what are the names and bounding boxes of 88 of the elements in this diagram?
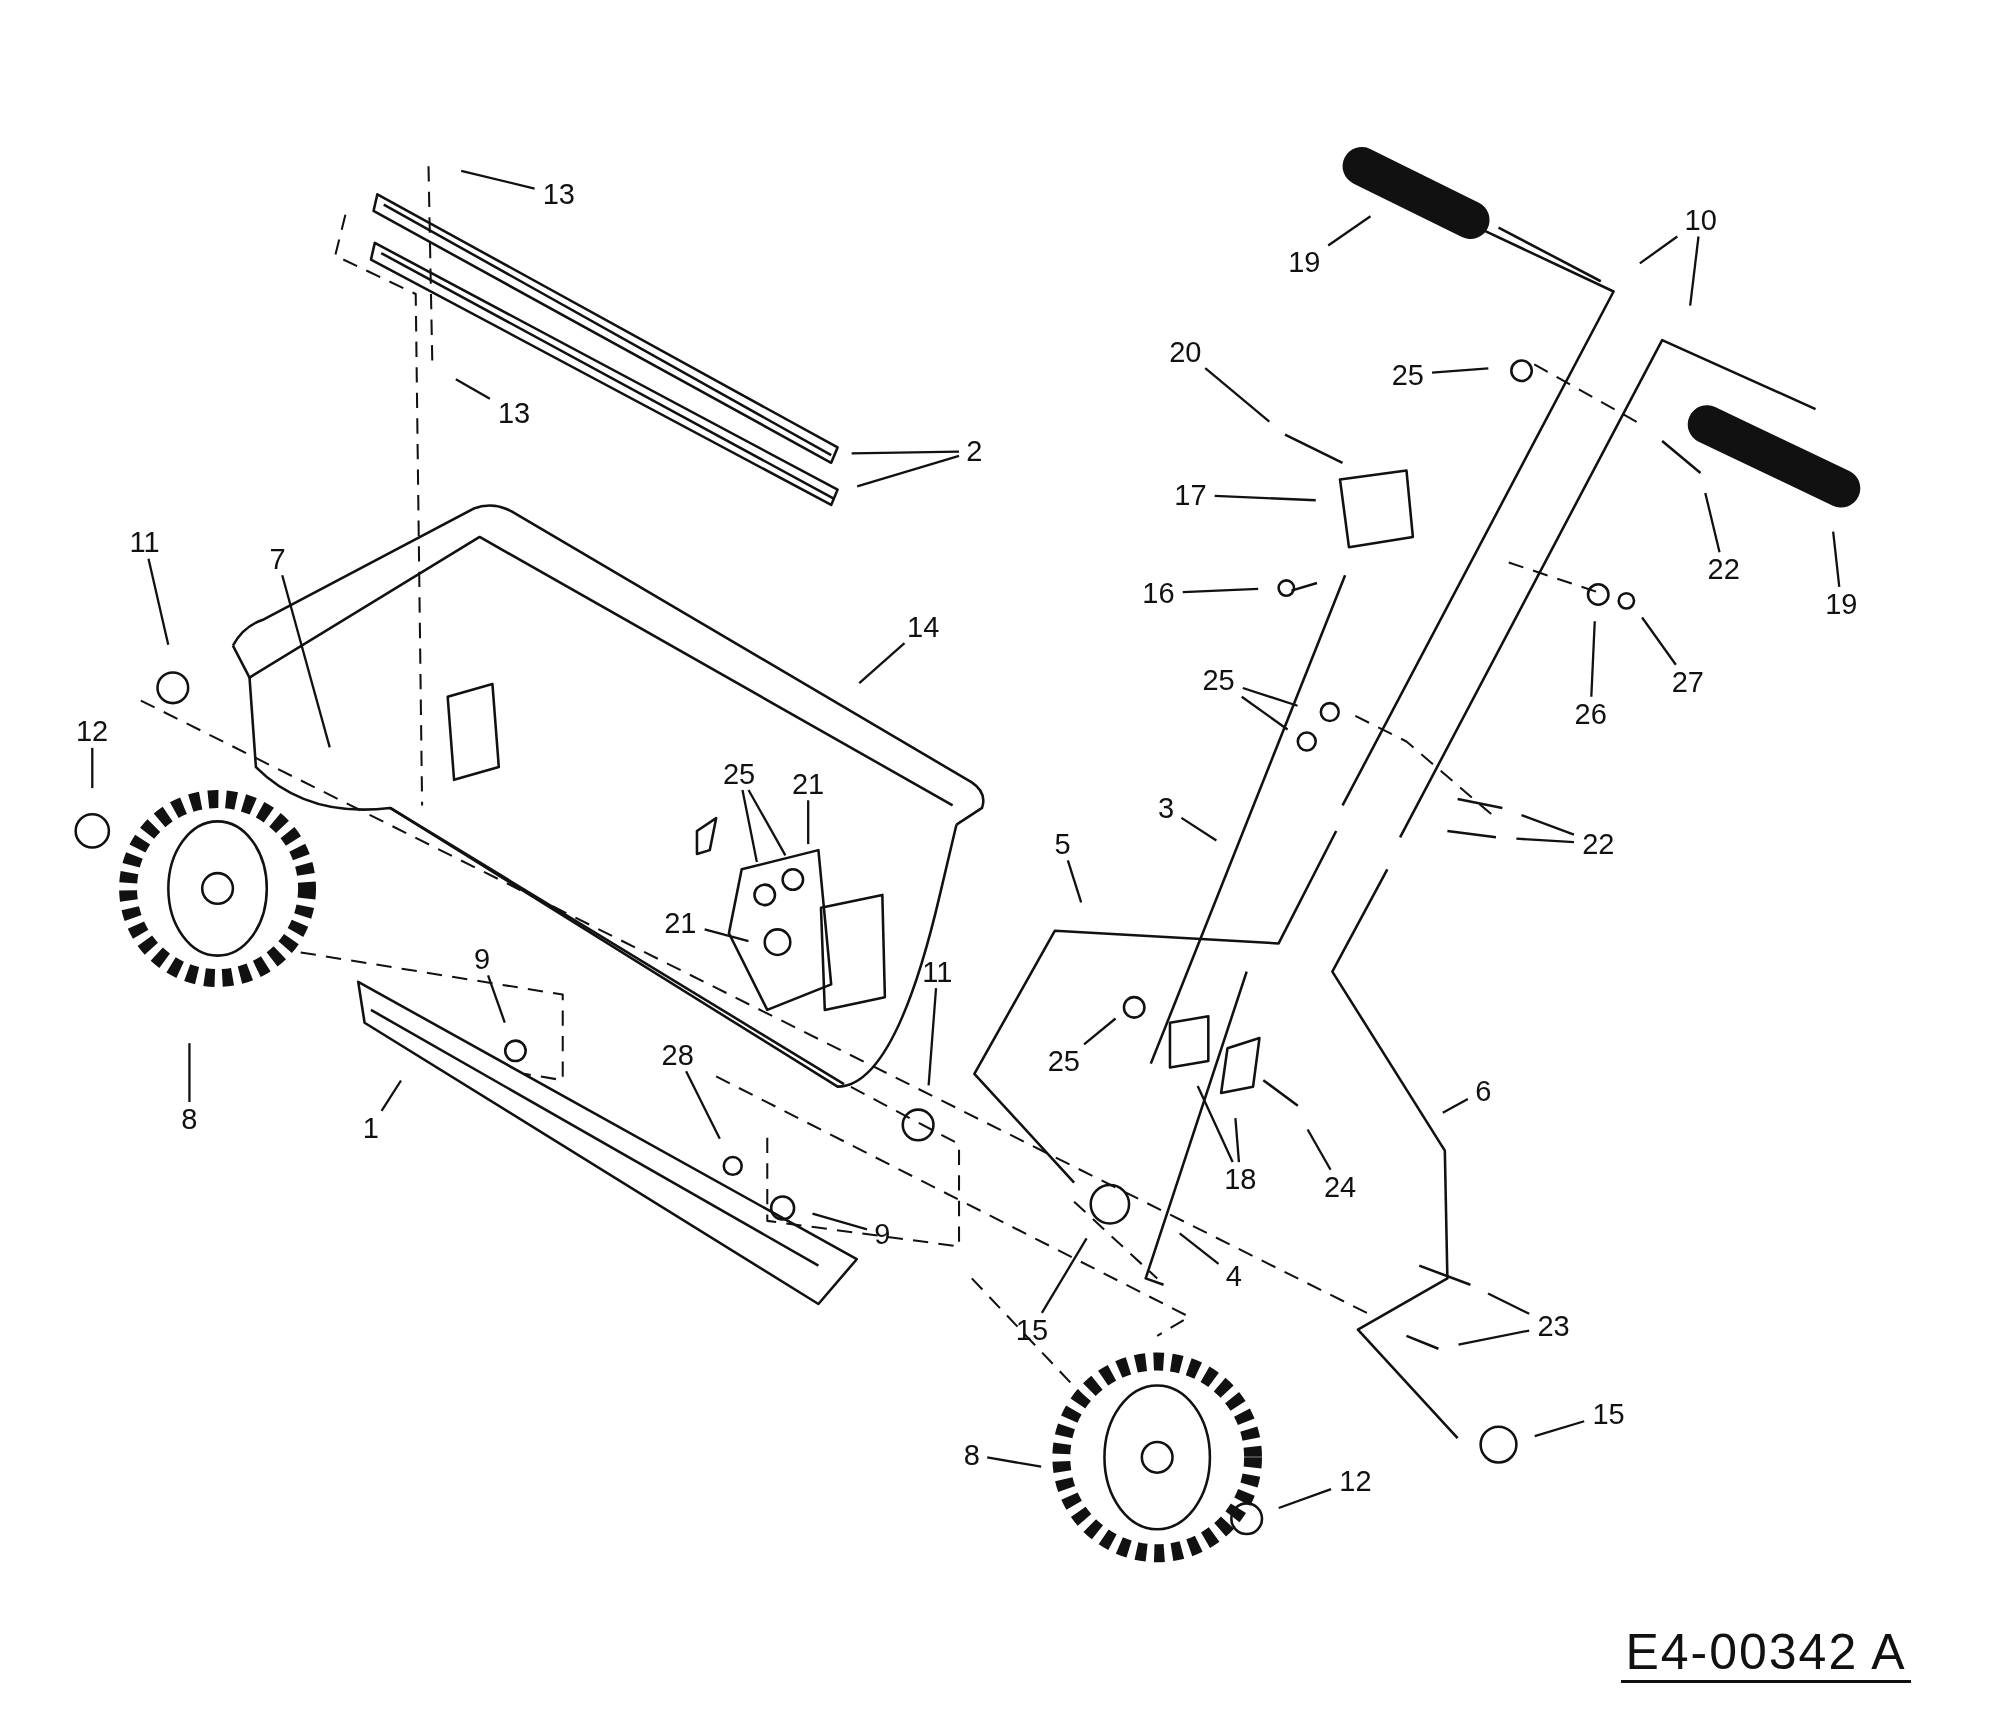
callout-number: 25 — [1391, 359, 1424, 390]
leader-line — [685, 1070, 721, 1140]
callout-number: 15 — [1015, 1314, 1049, 1345]
leader-line — [1179, 1232, 1220, 1265]
drawing-number: E4-00342 A — [1621, 1623, 1911, 1683]
leader-line — [1241, 695, 1289, 731]
callout-number: 14 — [907, 611, 940, 642]
leader-line — [1590, 621, 1596, 697]
leader-line — [1182, 587, 1259, 594]
leader-line — [927, 988, 938, 1086]
leader-line — [487, 975, 506, 1023]
leader-line — [856, 454, 960, 488]
callout-number: 20 — [1169, 336, 1202, 367]
callout-number: 22 — [1582, 828, 1615, 859]
callout-number: 5 — [1054, 828, 1071, 859]
callout-number: 9 — [874, 1218, 891, 1249]
callout-number: 22 — [1707, 554, 1740, 584]
leader-line — [986, 1456, 1042, 1468]
callout-number: 25 — [722, 758, 756, 789]
leader-line — [1306, 1128, 1332, 1171]
leader-line — [1040, 1237, 1088, 1314]
leader-line — [1327, 215, 1372, 247]
callout-number: 1 — [362, 1112, 379, 1143]
callout-number: 24 — [1323, 1171, 1357, 1202]
callout-number: 13 — [542, 179, 575, 210]
leader-line — [1442, 1097, 1469, 1114]
leader-line — [812, 1212, 868, 1231]
callout-number: 12 — [1339, 1465, 1372, 1496]
callout-number: 17 — [1174, 479, 1207, 510]
leader-line — [1066, 860, 1083, 903]
leader-line — [807, 800, 810, 845]
callout-number: 12 — [75, 716, 109, 747]
callout-number: 8 — [963, 1440, 980, 1471]
callout-number: 6 — [1475, 1075, 1492, 1106]
leader-line — [1214, 494, 1316, 502]
leader-line — [1196, 1085, 1234, 1163]
callout-number: 25 — [1202, 665, 1235, 696]
leader-line — [147, 558, 170, 646]
leader-line — [460, 169, 535, 190]
leader-line — [704, 928, 749, 943]
leader-line — [1278, 1488, 1332, 1510]
callout-number: 21 — [792, 768, 825, 799]
callout-number: 21 — [664, 908, 697, 939]
leader-line — [1487, 1292, 1530, 1315]
leader-line — [380, 1079, 402, 1112]
leader-line — [1458, 1329, 1530, 1346]
leader-line — [1234, 1118, 1241, 1163]
leader-line — [1204, 367, 1271, 423]
callout-number: 8 — [181, 1103, 198, 1134]
leader-line — [1521, 814, 1575, 836]
leader-line — [741, 789, 758, 863]
leader-line — [1431, 367, 1489, 374]
callout-number: 27 — [1671, 666, 1704, 697]
callout-number: 13 — [497, 398, 531, 428]
leader-line — [1242, 686, 1298, 707]
callout-number: 28 — [661, 1039, 694, 1070]
callout-number: 7 — [269, 543, 286, 574]
callout-number: 19 — [1825, 588, 1858, 619]
callout-number: 15 — [1592, 1399, 1625, 1430]
leader-line — [1534, 1420, 1585, 1438]
leader-line — [91, 747, 94, 789]
callout-number: 25 — [1047, 1046, 1080, 1077]
leader-line — [747, 789, 787, 856]
leader-line — [1639, 235, 1678, 265]
leader-line — [455, 378, 491, 400]
callout-number: 9 — [474, 944, 491, 974]
leader-line — [1689, 236, 1700, 306]
callout-number: 4 — [1225, 1261, 1242, 1292]
callout-number: 23 — [1537, 1311, 1570, 1341]
leader-line — [1516, 837, 1574, 844]
callout-number: 18 — [1224, 1163, 1257, 1194]
leader-line — [858, 642, 906, 684]
callout-number: 10 — [1684, 204, 1717, 235]
callout-number: 26 — [1574, 698, 1607, 729]
callout-number: 3 — [1158, 793, 1175, 824]
leader-line — [1704, 492, 1721, 553]
callout-number: 11 — [922, 956, 953, 987]
leader-line — [1180, 816, 1217, 842]
callout-number: 2 — [966, 436, 983, 467]
leader-line — [281, 574, 331, 748]
leader-line — [851, 450, 960, 455]
callout-number: 11 — [129, 527, 160, 558]
leader-line — [1641, 616, 1677, 666]
leader-line — [1832, 531, 1841, 587]
callout-number: 16 — [1142, 578, 1175, 609]
leader-line — [188, 1043, 191, 1102]
leader-line — [1083, 1017, 1117, 1046]
callout-number: 19 — [1288, 247, 1321, 278]
